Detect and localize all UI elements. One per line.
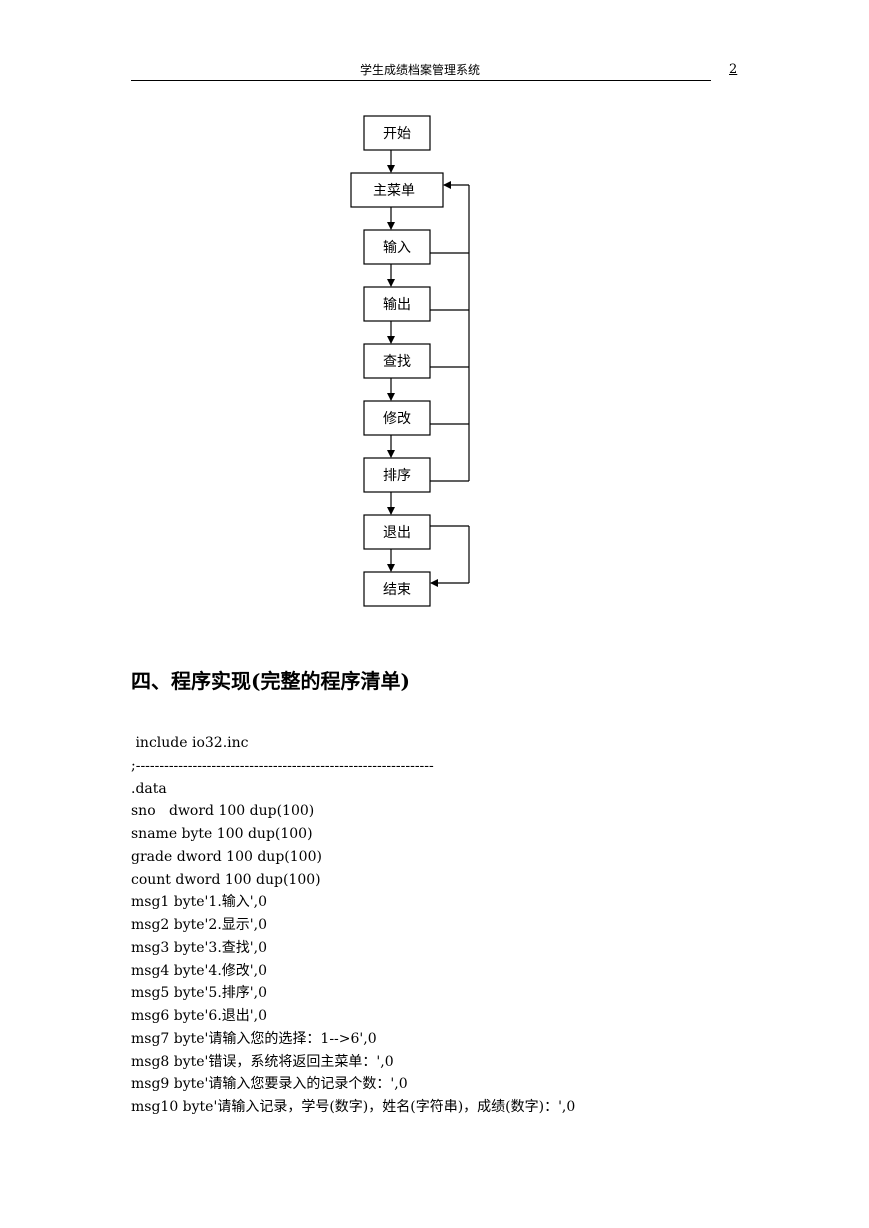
code-line: msg6 byte'6.退出',0: [131, 1008, 267, 1024]
flowchart: 开始 主菜单 输入 输出 查找 修改 排序 退出 结束: [350, 115, 470, 607]
code-line: grade dword 100 dup(100): [131, 849, 322, 865]
flow-node-input: 输入: [363, 229, 431, 265]
code-line: msg4 byte'4.修改',0: [131, 963, 267, 979]
svg-text:查找: 查找: [383, 354, 411, 370]
flow-exit-loop: [430, 525, 470, 587]
code-line: msg7 byte'请输入您的选择：1-->6',0: [131, 1031, 377, 1047]
page-number: 2: [729, 62, 738, 77]
code-line: msg3 byte'3.查找',0: [131, 940, 267, 956]
svg-text:修改: 修改: [383, 411, 411, 427]
flow-node-search: 查找: [363, 343, 431, 379]
flow-node-sort: 排序: [363, 457, 431, 493]
section-heading: 四、程序实现(完整的程序清单): [131, 669, 410, 693]
flow-node-main-menu: 主菜单: [350, 172, 444, 208]
header-title: 学生成绩档案管理系统: [359, 63, 480, 77]
code-line: msg5 byte'5.排序',0: [131, 985, 267, 1001]
code-line: ;---------------------------------------…: [131, 758, 434, 774]
code-line: msg10 byte'请输入记录，学号(数字)，姓名(字符串)，成绩(数字)：'…: [131, 1099, 576, 1115]
svg-text:开始: 开始: [383, 126, 411, 142]
svg-text:主菜单: 主菜单: [373, 183, 415, 199]
code-line: count dword 100 dup(100): [131, 872, 321, 888]
svg-text:结束: 结束: [383, 582, 411, 598]
svg-text:排序: 排序: [383, 468, 411, 484]
code-line: include io32.inc: [131, 735, 249, 751]
code-line: msg1 byte'1.输入',0: [131, 894, 267, 910]
flow-node-exit: 退出: [363, 514, 431, 550]
flow-node-output: 输出: [363, 286, 431, 322]
svg-text:输出: 输出: [383, 297, 411, 313]
code-line: .data: [131, 781, 167, 797]
code-line: sno dword 100 dup(100): [131, 803, 315, 819]
svg-text:输入: 输入: [383, 240, 411, 256]
code-line: msg2 byte'2.显示',0: [131, 917, 267, 933]
flow-node-start: 开始: [363, 115, 431, 151]
code-line: msg8 byte'错误，系统将返回主菜单：',0: [131, 1054, 394, 1070]
flow-node-modify: 修改: [363, 400, 431, 436]
header-rule: [131, 80, 711, 81]
svg-text:退出: 退出: [383, 525, 411, 541]
flow-node-end: 结束: [363, 571, 431, 607]
code-line: msg9 byte'请输入您要录入的记录个数：',0: [131, 1076, 408, 1092]
flow-return-loop: [430, 181, 470, 482]
code-line: sname byte 100 dup(100): [131, 826, 313, 842]
